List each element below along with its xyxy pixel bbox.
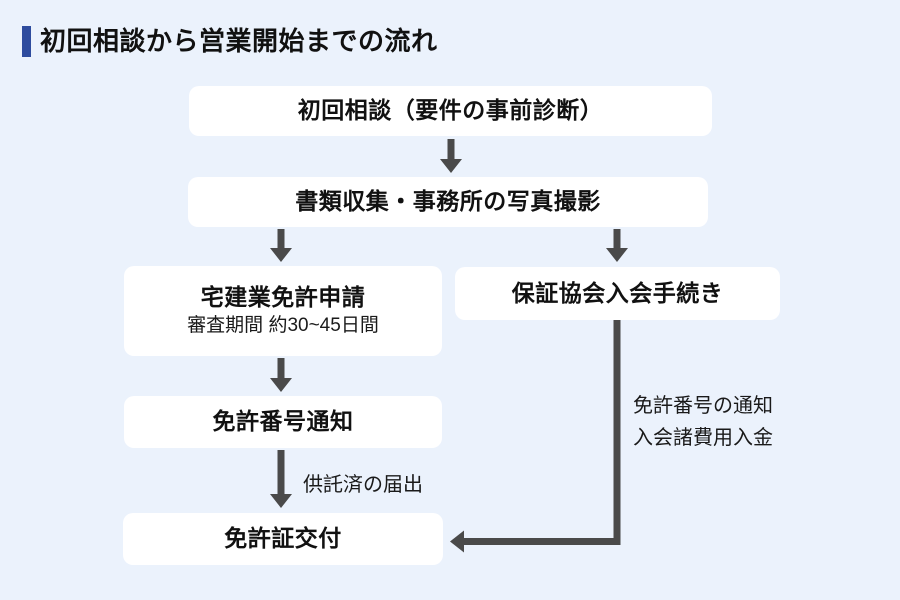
arrow-step3-to-step4 <box>270 358 292 392</box>
annotation-deposit-notification: 供託済の届出 <box>303 474 423 496</box>
arrow-step1-to-step2 <box>440 139 462 173</box>
step-license-issuance: 免許証交付 <box>123 513 443 565</box>
page-title: 初回相談から営業開始までの流れ <box>22 26 438 57</box>
step-initial-consultation: 初回相談（要件の事前診断） <box>189 86 712 136</box>
step-license-issuance-label: 免許証交付 <box>224 525 342 552</box>
arrow-step2-to-association <box>606 229 628 262</box>
step-license-number-notice: 免許番号通知 <box>124 396 442 448</box>
annotation-association-line1: 免許番号の通知 <box>633 395 773 417</box>
step-initial-consultation-label: 初回相談（要件の事前診断） <box>297 97 604 124</box>
arrow-association-to-step5 <box>450 318 621 553</box>
step-document-collection: 書類収集・事務所の写真撮影 <box>188 177 708 227</box>
step-guarantee-association-label: 保証協会入会手続き <box>511 279 724 306</box>
title-accent-bar <box>22 26 31 57</box>
step-guarantee-association: 保証協会入会手続き <box>455 267 780 320</box>
arrow-step2-to-step3 <box>270 229 292 262</box>
step-license-application: 宅建業免許申請 審査期間 約30~45日間 <box>124 266 442 356</box>
step-license-application-label: 宅建業免許申請 <box>200 284 366 311</box>
step-license-application-sublabel: 審査期間 約30~45日間 <box>187 314 379 336</box>
step-document-collection-label: 書類収集・事務所の写真撮影 <box>295 188 601 215</box>
annotation-association-steps: 免許番号の通知 入会諸費用入金 <box>633 390 773 454</box>
annotation-association-line2: 入会諸費用入金 <box>633 427 773 449</box>
step-license-number-notice-label: 免許番号通知 <box>212 408 354 435</box>
page-title-text: 初回相談から営業開始までの流れ <box>40 26 438 56</box>
arrow-step4-to-step5 <box>270 450 292 508</box>
